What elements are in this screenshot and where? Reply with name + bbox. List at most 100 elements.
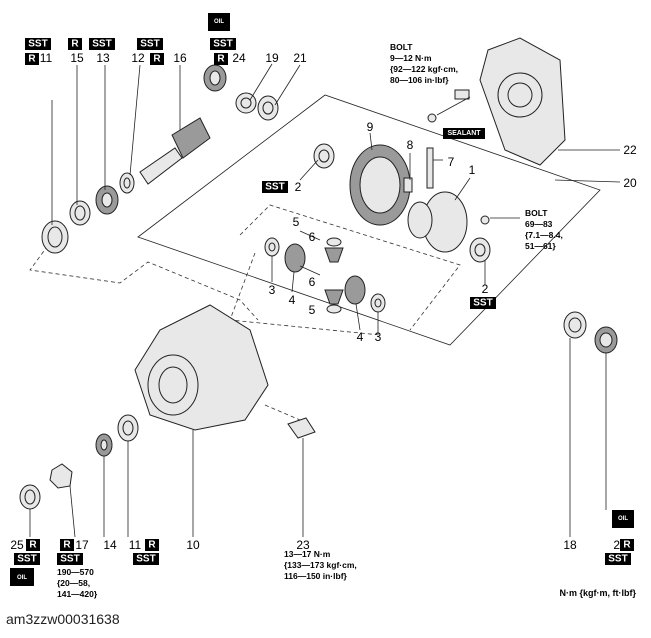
svg-text:R: R: [153, 54, 161, 65]
callout-2-top: 2: [295, 180, 302, 194]
bearing-14: [95, 433, 113, 457]
svg-text:R: R: [63, 540, 71, 551]
callout-9: 9: [367, 120, 374, 134]
callout-6-top: 6: [309, 230, 316, 244]
callout-4-right: 4: [357, 330, 364, 344]
assembly-outline-main: [137, 94, 601, 346]
callout-3-right: 3: [375, 330, 382, 344]
callout-6-bottom: 6: [309, 275, 316, 289]
cover-bolt: [427, 113, 437, 123]
callout-16: 16: [173, 51, 187, 65]
callout-21: 21: [293, 51, 307, 65]
seal-18: [563, 311, 587, 339]
torque-part-23: 13—17 N·m {133—173 kgf·cm, 116—150 in·lb…: [284, 549, 357, 581]
sealant-badge: SEALANT: [443, 128, 485, 139]
diff-bolt: [480, 215, 490, 225]
callout-11-top: 11: [40, 51, 53, 65]
svg-text:51—61}: 51—61}: [525, 241, 556, 251]
svg-text:R: R: [71, 39, 79, 50]
thrust-washer-3-right: [370, 293, 386, 313]
svg-text:BOLT: BOLT: [390, 42, 413, 52]
badges: SST R R SST SST R SST R OIL SST SST R SS…: [10, 13, 634, 586]
assembly-dash-right: [264, 404, 301, 421]
callout-17: 17: [75, 538, 89, 552]
svg-text:SEALANT: SEALANT: [447, 130, 481, 137]
callout-19: 19: [265, 51, 279, 65]
bearing-13: [95, 185, 119, 215]
svg-text:116—150 in·lbf}: 116—150 in·lbf}: [284, 571, 348, 581]
leader-lines: [29, 63, 621, 538]
pin-7: [426, 147, 434, 189]
diff-case-1: [407, 191, 468, 253]
svg-text:SST: SST: [60, 554, 79, 565]
svg-text:9—12 N·m: 9—12 N·m: [390, 53, 432, 63]
svg-text:80—106 in·lbf}: 80—106 in·lbf}: [390, 75, 449, 85]
svg-text:{133—173 kgf·cm,: {133—173 kgf·cm,: [284, 560, 357, 570]
pinion-gear-6-top: [324, 247, 344, 263]
svg-text:OIL: OIL: [214, 19, 224, 25]
svg-text:SST: SST: [608, 554, 627, 565]
washer-5-bottom: [326, 304, 342, 314]
callout-13: 13: [96, 51, 110, 65]
svg-text:SST: SST: [28, 39, 47, 50]
svg-text:R: R: [28, 54, 36, 65]
callout-5-top: 5: [293, 215, 300, 229]
callout-18: 18: [563, 538, 577, 552]
svg-text:190—570: 190—570: [57, 567, 94, 577]
side-gear-4-left: [284, 243, 306, 273]
svg-text:R: R: [623, 540, 631, 551]
svg-text:OIL: OIL: [17, 575, 27, 581]
units-note: N·m {kgf·m, ft·lbf}: [560, 588, 637, 598]
svg-text:R: R: [148, 540, 156, 551]
plug-17: [49, 463, 73, 489]
document-id: am3zzw00031638: [6, 611, 120, 627]
bearing-2-bottom: [469, 237, 491, 263]
callout-5-bottom: 5: [309, 303, 316, 317]
svg-text:OIL: OIL: [618, 516, 628, 522]
callout-15: 15: [70, 51, 84, 65]
svg-text:{92—122 kgf·cm,: {92—122 kgf·cm,: [390, 64, 458, 74]
torque-top-bolt: BOLT 9—12 N·m {92—122 kgf·cm, 80—106 in·…: [390, 42, 458, 85]
svg-text:{20—58,: {20—58,: [57, 578, 90, 588]
assembly-dash-left: [29, 239, 259, 321]
collar-15: [69, 200, 91, 226]
washer-19: [235, 92, 257, 114]
torque-part-17: 190—570 {20—58, 141—420}: [57, 567, 98, 599]
svg-text:SST: SST: [265, 182, 284, 193]
callout-7: 7: [448, 155, 455, 169]
svg-text:SST: SST: [213, 39, 232, 50]
spacer-12: [119, 172, 135, 194]
svg-text:{7.1—8.4,: {7.1—8.4,: [525, 230, 563, 240]
ring-gear-9: [349, 144, 411, 226]
svg-text:141—420}: 141—420}: [57, 589, 98, 599]
pinion-gear-6-bottom: [324, 289, 344, 305]
side-gear-4-right: [344, 275, 366, 305]
svg-text:69—83: 69—83: [525, 219, 553, 229]
callout-numbers: 11 15 13 12 16 24 19 21 9 8 7 1 2 5 6 6 …: [10, 51, 637, 552]
bearing-24-top: [203, 64, 227, 92]
callout-24-top: 24: [232, 51, 246, 65]
washer-21: [257, 95, 279, 121]
svg-text:R: R: [217, 54, 225, 65]
svg-text:BOLT: BOLT: [525, 208, 548, 218]
seal-24-right: [594, 326, 618, 354]
oil-seal-11: [41, 220, 69, 254]
svg-text:SST: SST: [136, 554, 155, 565]
svg-text:SST: SST: [92, 39, 111, 50]
callout-23: 23: [296, 538, 310, 552]
drive-pinion-16: [139, 117, 211, 185]
bolt-8: [403, 177, 413, 193]
callout-1: 1: [469, 163, 476, 177]
callout-3-left: 3: [269, 283, 276, 297]
bearing-2-top: [313, 143, 335, 169]
callout-2-bottom: 2: [482, 282, 489, 296]
seal-11-bottom: [117, 414, 139, 442]
sensor-23: [287, 417, 316, 439]
washer-5-top: [326, 237, 342, 247]
svg-text:R: R: [29, 540, 37, 551]
seal-25: [19, 484, 41, 510]
rear-cover-22: [454, 37, 566, 166]
thrust-washer-3-left: [264, 237, 280, 257]
torque-right-bolt: BOLT 69—83 {7.1—8.4, 51—61}: [525, 208, 563, 251]
